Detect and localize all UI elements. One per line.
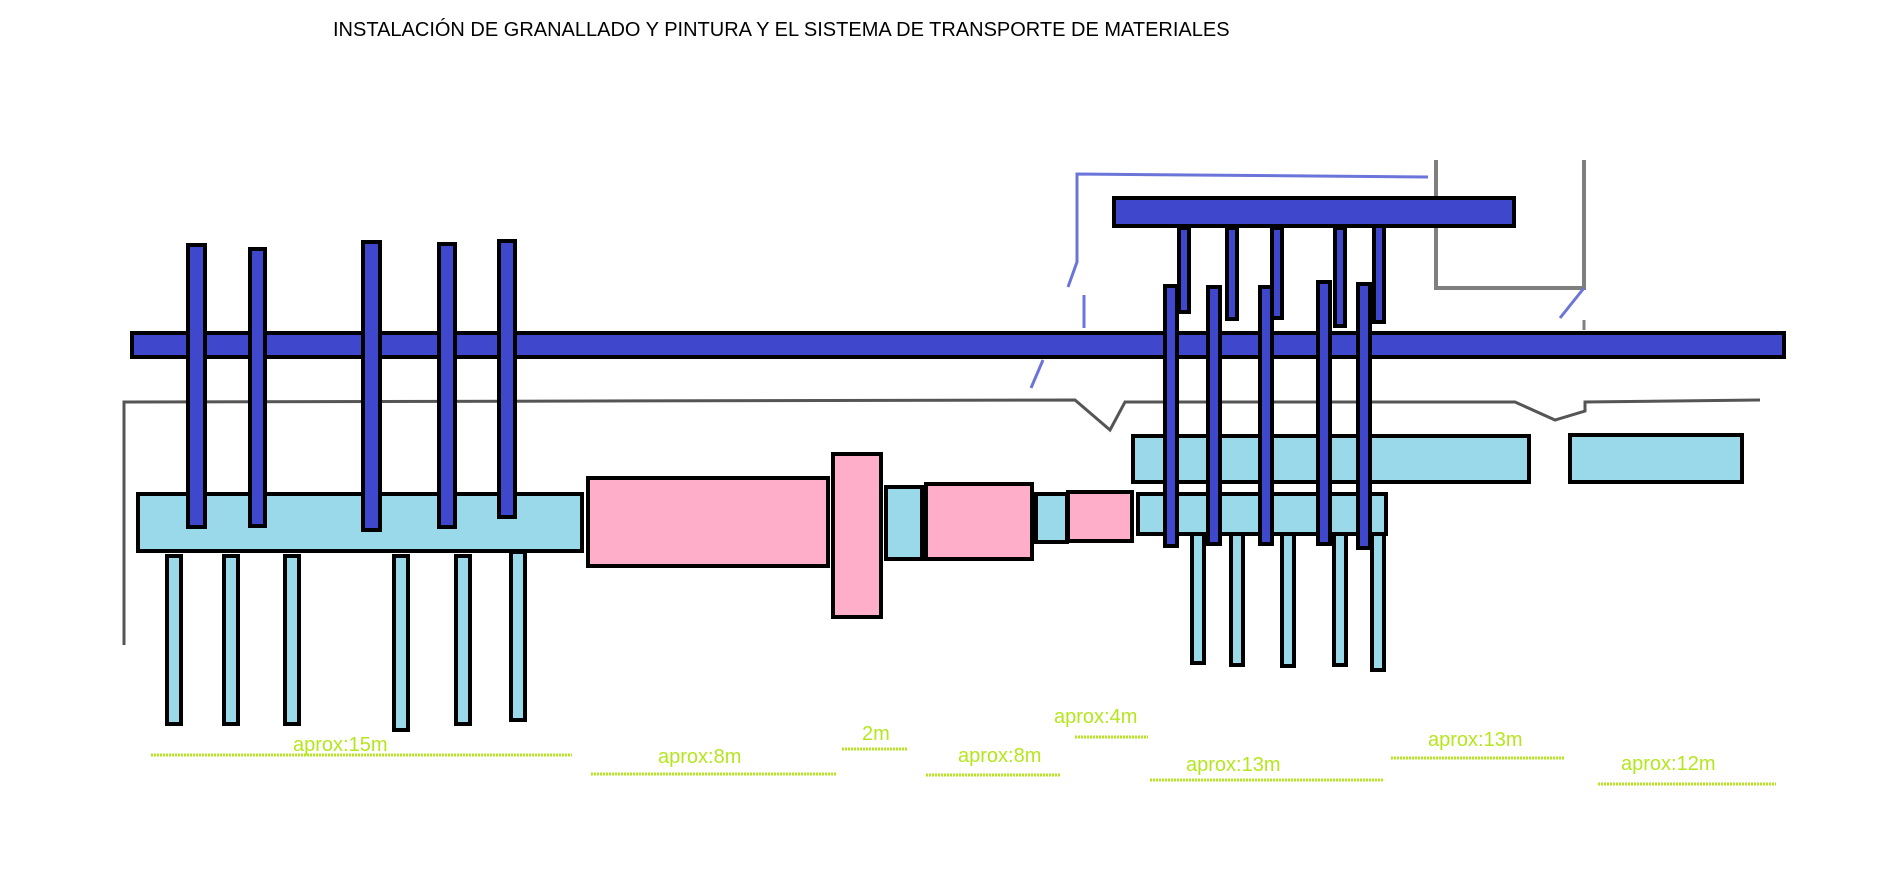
dimension-lines bbox=[151, 735, 1776, 786]
hoist-track-lower bbox=[1029, 359, 1045, 389]
dimension-label: aprox:4m bbox=[1054, 706, 1137, 728]
dimension-label: aprox:13m bbox=[1428, 729, 1523, 751]
leg bbox=[1332, 528, 1348, 667]
post bbox=[1163, 284, 1179, 548]
dimension-label: aprox:8m bbox=[958, 745, 1041, 767]
diagram-title: INSTALACIÓN DE GRANALLADO Y PINTURA Y EL… bbox=[333, 18, 1230, 41]
leg bbox=[1280, 528, 1296, 668]
hangers-short bbox=[1177, 224, 1386, 328]
overhead-bridge bbox=[1112, 196, 1516, 228]
leg bbox=[283, 554, 301, 726]
dimension-labels: aprox:15m aprox:8m 2m aprox:8m aprox:4m … bbox=[293, 706, 1716, 776]
post bbox=[361, 240, 382, 532]
dimension-label: aprox:8m bbox=[658, 746, 741, 768]
post bbox=[437, 242, 457, 529]
post bbox=[497, 239, 517, 519]
transfer-section bbox=[884, 485, 924, 561]
paint-booth bbox=[924, 482, 1034, 561]
post bbox=[1206, 285, 1222, 546]
post bbox=[1316, 280, 1332, 546]
post bbox=[1258, 285, 1274, 546]
dimension-label: aprox:13m bbox=[1186, 754, 1281, 776]
hanger bbox=[1177, 226, 1191, 314]
posts-right bbox=[1163, 280, 1372, 550]
hanger bbox=[1333, 226, 1347, 328]
leg bbox=[222, 554, 240, 726]
shot-blast-machine bbox=[586, 476, 830, 568]
hanger bbox=[1225, 226, 1239, 321]
machines bbox=[586, 452, 1134, 619]
lower-legs-right bbox=[1190, 526, 1386, 672]
leg bbox=[1370, 528, 1386, 672]
hanger bbox=[1270, 226, 1284, 320]
leg bbox=[509, 550, 527, 722]
leg bbox=[392, 554, 410, 732]
leg bbox=[1229, 528, 1245, 667]
dimension-label: aprox:12m bbox=[1621, 753, 1716, 775]
post bbox=[248, 247, 267, 528]
leg bbox=[165, 554, 183, 726]
leg bbox=[1190, 526, 1206, 665]
hoist-track-right bbox=[1558, 287, 1586, 319]
hoist-track-outline bbox=[1066, 172, 1429, 288]
dimension-label: 2m bbox=[862, 723, 890, 745]
drying-section bbox=[1066, 490, 1134, 543]
post bbox=[186, 243, 207, 529]
lower-legs-left bbox=[165, 550, 527, 732]
main-rail bbox=[130, 331, 1786, 359]
blast-chamber-door bbox=[831, 452, 883, 619]
post bbox=[1356, 282, 1372, 550]
storage-bed bbox=[1568, 433, 1744, 484]
sketch-lines-blue bbox=[1029, 172, 1586, 389]
posts-left bbox=[186, 239, 517, 532]
hanger bbox=[1372, 224, 1386, 324]
leg bbox=[454, 554, 472, 726]
dimension-label: aprox:15m bbox=[293, 734, 388, 756]
transfer-section-small bbox=[1034, 492, 1069, 544]
